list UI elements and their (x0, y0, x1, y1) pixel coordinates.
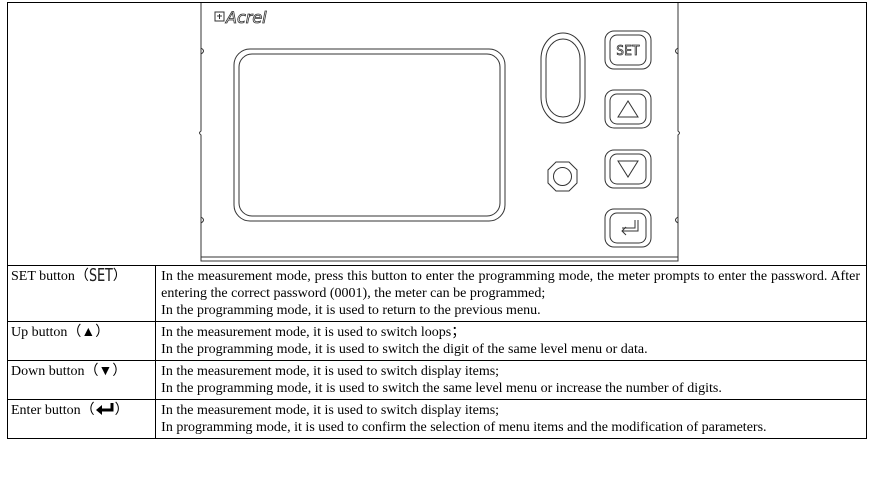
meter-figure-cell: Acrel (7, 2, 867, 266)
button-name-label: SET button（ (11, 269, 89, 284)
bracket-close: ） (112, 269, 127, 284)
lcd-display-window (233, 48, 506, 222)
description-line: In the programming mode, it is used to s… (161, 342, 648, 357)
button-description-cell: In the measurement mode, it is used to s… (155, 321, 867, 361)
svg-text:Acrel: Acrel (225, 8, 267, 27)
description-line: In the programming mode, it is used to r… (161, 303, 541, 318)
up-triangle-icon: ▲ (81, 325, 96, 340)
button-description-cell: In the measurement mode, it is used to s… (155, 360, 867, 400)
button-description-cell: In the measurement mode, it is used to s… (155, 399, 867, 439)
button-name-cell: Enter button（ ） (6, 399, 157, 439)
button-description-cell: In the measurement mode, press this butt… (155, 265, 867, 322)
button-description-table: Acrel (6, 2, 867, 439)
set-key-drawing: SET (604, 30, 652, 70)
button-name-cell: SET button（SET） (6, 265, 157, 322)
description-line: In the measurement mode, it is used to s… (161, 364, 500, 379)
indicator-lamp-oval (540, 32, 586, 124)
description-line: In the measurement mode, it is used to s… (161, 325, 466, 340)
table-row: Up button（▲） In the measurement mode, it… (6, 321, 867, 361)
description-line: In the measurement mode, press this butt… (161, 269, 860, 301)
figure-row: Acrel (7, 2, 867, 266)
acrel-logo: Acrel (214, 8, 268, 27)
bracket-close: ） (95, 325, 110, 340)
description-line: In programming mode, it is used to confi… (161, 420, 767, 435)
button-name-label: Down button（ (11, 364, 99, 379)
enter-key-drawing (604, 208, 652, 248)
button-name-cell: Down button（▼） (6, 360, 157, 400)
description-line: In the measurement mode, it is used to s… (161, 403, 500, 418)
enter-arrow-icon (95, 403, 114, 415)
table-row: Down button（▼） In the measurement mode, … (6, 360, 867, 400)
bracket-close: ） (114, 403, 129, 418)
svg-text:SET: SET (616, 44, 640, 59)
status-led-octagon (547, 161, 578, 192)
button-name-label: Enter button（ (11, 403, 95, 418)
down-triangle-icon: ▼ (98, 364, 113, 379)
bracket-close: ） (112, 364, 127, 379)
button-name-label: Up button（ (11, 325, 82, 340)
up-key-drawing (604, 89, 652, 129)
meter-front-panel-drawing: Acrel (199, 3, 680, 262)
button-name-cell: Up button（▲） (6, 321, 157, 361)
set-key-icon: SET (88, 265, 113, 286)
table-row: SET button（SET） In the measurement mode,… (6, 265, 867, 322)
table-row: Enter button（ ） In the measurement mode, … (6, 399, 867, 439)
description-line: In the programming mode, it is used to s… (161, 381, 722, 396)
meter-panel-outline (199, 3, 680, 262)
down-key-drawing (604, 149, 652, 189)
